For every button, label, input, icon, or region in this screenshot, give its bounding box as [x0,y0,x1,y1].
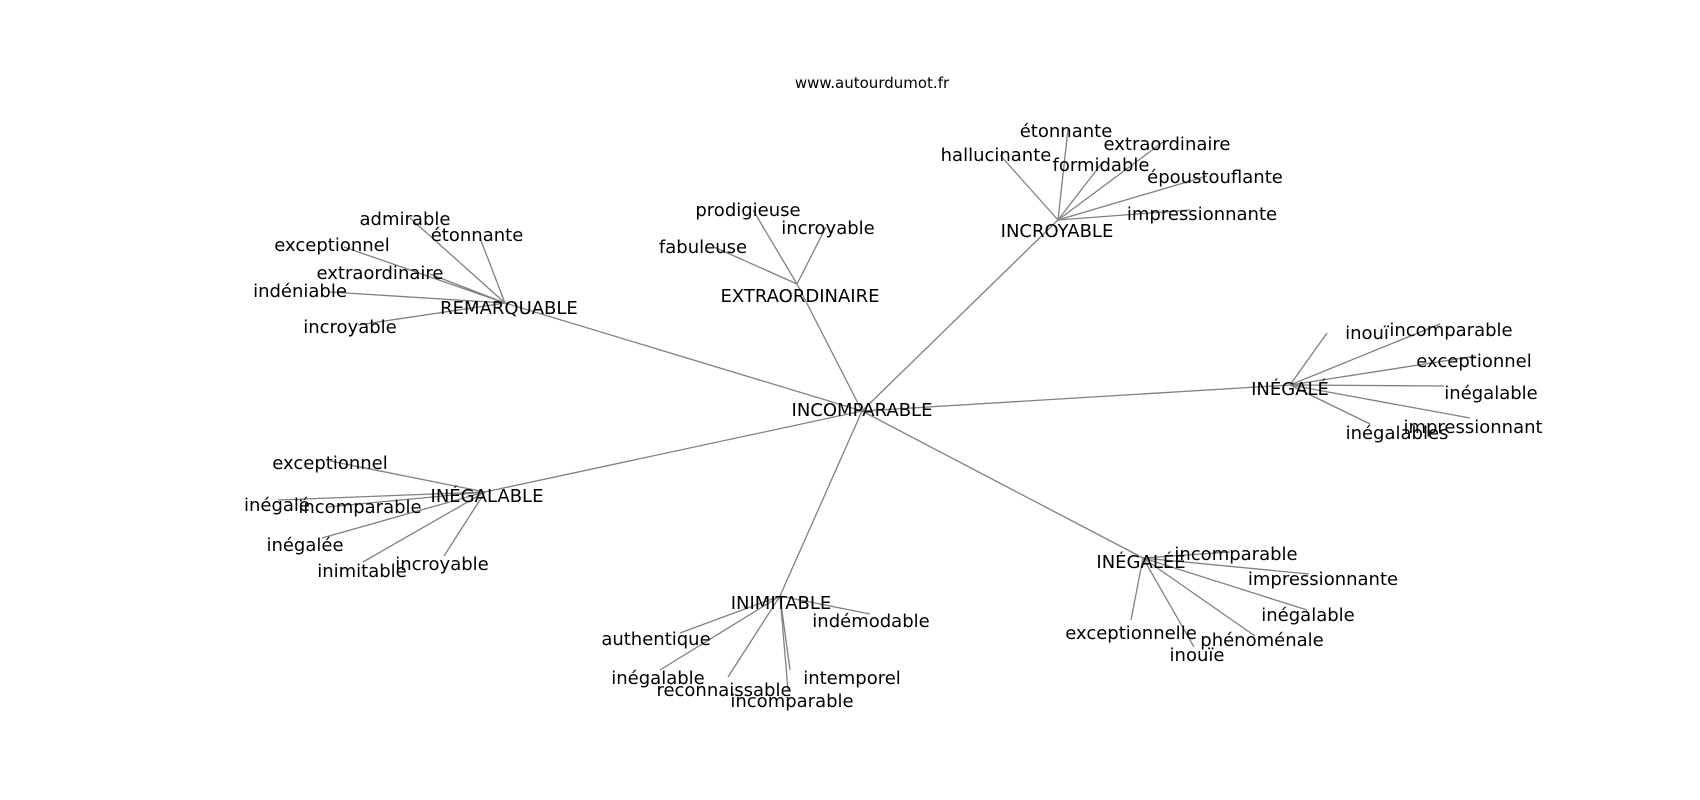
leaf-node-inegalee-5: inouïe [1170,645,1225,666]
leaf-node-inegalee-2: inégalable [1261,605,1354,626]
edge-center-remarquable [504,302,863,412]
leaf-node-inimitable-1: authentique [601,629,710,650]
edge-inimitable-leaf-0 [779,595,871,615]
cluster-node-remarquable: REMARQUABLE [440,298,578,319]
cluster-node-extraordinaire: EXTRAORDINAIRE [721,286,880,307]
edge-extraordinaire-leaf-2 [713,246,798,285]
edge-incroyable-leaf-2 [1057,141,1164,221]
edge-inegalable-leaf-2 [326,491,486,508]
edge-incroyable-leaf-0 [1057,128,1069,221]
leaf-node-inegale-1: incomparable [1389,320,1512,341]
leaf-node-inegalee-3: exceptionnelle [1065,623,1197,644]
leaf-node-incroyable-4: époustouflante [1147,167,1283,188]
edge-incroyable-leaf-1 [999,154,1059,221]
cluster-node-inegalable: INÉGALABLE [431,485,544,507]
leaf-node-remarquable-4: indéniable [253,281,347,302]
edge-incroyable-leaf-3 [1057,162,1103,221]
leaf-node-extraordinaire-1: incroyable [781,218,875,239]
edge-center-extraordinaire [796,283,863,412]
cluster-node-inegalee: INÉGALÉE [1096,551,1185,573]
leaf-node-inegale-5: inégalables [1346,423,1449,444]
edge-inegalee-leaf-1 [1142,557,1310,575]
leaf-node-extraordinaire-0: prodigieuse [695,200,800,221]
cluster-node-incroyable: INCROYABLE [1001,221,1114,242]
leaf-node-inegale-3: inégalable [1444,383,1537,404]
edge-remarquable-leaf-2 [343,246,506,304]
leaf-node-inimitable-2: inégalable [611,668,704,689]
cluster-node-inegale: INÉGALÉ [1251,378,1329,400]
edge-extraordinaire-leaf-1 [796,226,827,285]
edge-inegalee-leaf-5 [1142,557,1195,648]
leaf-node-remarquable-1: étonnante [431,225,524,246]
leaf-node-inegalee-1: impressionnante [1248,569,1398,590]
leaf-node-incroyable-0: étonnante [1020,121,1113,142]
edge-remarquable-leaf-1 [479,237,506,304]
edge-inimitable-leaf-2 [659,595,781,671]
edge-inegale-leaf-3 [1289,384,1445,387]
edge-center-inegalee [861,410,1144,559]
edge-inimitable-leaf-1 [679,595,781,634]
edge-inegalee-leaf-0 [1142,551,1231,559]
leaf-node-inimitable-4: reconnaissable [656,680,791,701]
edge-inegalable-leaf-4 [443,491,486,557]
edge-remarquable-leaf-0 [409,217,506,304]
edge-inimitable-leaf-5 [779,595,789,691]
leaf-node-remarquable-0: admirable [360,209,451,230]
leaf-node-incroyable-3: formidable [1053,155,1150,176]
leaf-node-inimitable-0: indémodable [812,611,929,632]
edge-inegalee-leaf-3 [1130,557,1144,621]
edge-inegale-leaf-4 [1289,384,1471,419]
edge-center-incroyable [861,219,1059,412]
edge-incroyable-leaf-5 [1057,209,1191,221]
leaf-node-remarquable-3: extraordinaire [317,263,444,284]
edge-extraordinaire-leaf-0 [752,209,798,285]
leaf-node-inegalable-4: incroyable [395,554,489,575]
leaf-node-remarquable-2: exceptionnel [274,235,389,256]
cluster-node-inimitable: INIMITABLE [731,593,832,614]
edge-remarquable-leaf-4 [329,291,506,304]
edge-center-inimitable [779,410,863,597]
leaf-node-extraordinaire-2: fabuleuse [659,237,747,258]
leaf-node-inegalable-5: inimitable [317,561,407,582]
edge-center-inegale [861,384,1291,412]
edge-inegale-leaf-0 [1289,332,1328,386]
leaf-node-inegale-4: impressionnant [1403,417,1542,438]
center-node-label: INCOMPARABLE [792,400,933,421]
leaf-node-inegale-2: exceptionnel [1416,351,1531,372]
labels-layer: www.autourdumot.fr INCOMPARABLE REMARQUAB… [244,74,1543,712]
leaf-node-incroyable-2: extraordinaire [1104,134,1231,155]
edge-remarquable-leaf-5 [357,302,506,326]
leaf-node-inegalable-0: exceptionnel [272,453,387,474]
edge-inegalable-leaf-0 [329,460,486,493]
edge-inimitable-leaf-4 [727,595,781,678]
leaf-node-inegalable-3: inégalée [266,535,343,556]
edge-inegale-leaf-5 [1289,384,1371,425]
leaf-node-inimitable-3: intemporel [803,668,901,689]
source-label: www.autourdumot.fr [795,74,950,92]
edge-inegalable-leaf-1 [277,491,486,501]
edge-inegale-leaf-1 [1289,323,1441,386]
leaf-node-inegalable-1: inégalé [244,495,310,516]
leaf-node-incroyable-5: impressionnante [1127,204,1277,225]
edge-incroyable-leaf-4 [1057,175,1208,221]
edge-inegalable-leaf-5 [362,491,486,563]
leaf-node-inegale-0: inouï [1345,323,1390,344]
edge-inegalable-leaf-3 [321,491,486,539]
edge-inegale-leaf-2 [1289,355,1477,386]
leaf-node-remarquable-5: incroyable [303,317,397,338]
leaf-node-inegalee-4: phénoménale [1200,630,1323,651]
leaf-node-inegalable-2: incomparable [298,497,421,518]
edge-center-inegalable [484,410,863,493]
leaf-node-incroyable-1: hallucinante [941,145,1052,166]
edge-inegalee-leaf-4 [1142,557,1256,637]
edge-remarquable-leaf-3 [429,273,506,304]
leaf-node-inimitable-5: incomparable [730,691,853,712]
edges-layer [277,128,1477,691]
leaf-node-inegalee-0: incomparable [1174,544,1297,565]
edge-inegalee-leaf-2 [1142,557,1308,611]
